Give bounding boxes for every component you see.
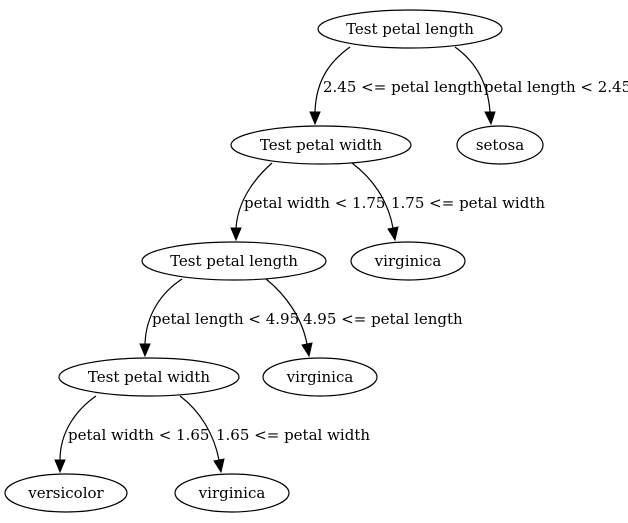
node-label: Test petal length <box>170 252 298 270</box>
node-label: setosa <box>476 136 524 154</box>
edge-line <box>144 278 183 345</box>
node-ellipse <box>317 9 503 49</box>
node-virginica-2: virginica <box>262 357 378 397</box>
edge-n4-n6: petal length < 4.95 <box>139 278 299 358</box>
arrowhead <box>213 458 225 474</box>
edge-n4-n7: 4.95 <= petal length <box>265 278 463 358</box>
edge-label: 4.95 <= petal length <box>303 310 463 328</box>
node-test-petal-width-1: Test petal width <box>230 125 412 165</box>
edge-line <box>314 46 351 113</box>
edge-line <box>351 162 394 229</box>
edge-n6-n8: petal width < 1.65 <box>54 395 209 474</box>
edge-line <box>265 278 308 345</box>
edge-line <box>179 395 220 461</box>
arrowhead <box>139 343 151 358</box>
node-test-petal-length-2: Test petal length <box>141 241 327 281</box>
node-label: versicolor <box>27 484 104 502</box>
edge-label: petal length < 4.95 <box>152 310 299 328</box>
edge-line <box>235 162 273 229</box>
arrowhead <box>54 459 66 474</box>
node-label: Test petal length <box>346 20 474 38</box>
node-ellipse <box>262 357 378 397</box>
node-setosa: setosa <box>456 125 544 165</box>
node-ellipse <box>174 473 290 513</box>
node-versicolor: versicolor <box>4 473 128 513</box>
node-test-petal-length-root: Test petal length <box>317 9 503 49</box>
node-label: Test petal width <box>88 368 210 386</box>
arrowhead <box>230 227 242 242</box>
node-ellipse <box>230 125 412 165</box>
edge-label: petal width < 1.75 <box>244 194 385 212</box>
edge-label: petal width < 1.65 <box>68 426 209 444</box>
node-virginica-1: virginica <box>350 241 466 281</box>
edge-label: 1.65 <= petal width <box>216 426 370 444</box>
node-ellipse <box>58 357 240 397</box>
node-label: virginica <box>374 252 442 270</box>
node-ellipse <box>456 125 544 165</box>
edge-label: 2.45 <= petal length <box>323 78 483 96</box>
node-ellipse <box>4 473 128 513</box>
node-virginica-3: virginica <box>174 473 290 513</box>
arrowhead <box>387 226 399 242</box>
edge-n2-n5: 1.75 <= petal width <box>351 162 545 242</box>
edge-n2-n4: petal width < 1.75 <box>230 162 385 242</box>
node-label: virginica <box>286 368 354 386</box>
node-label: Test petal width <box>260 136 382 154</box>
edge-n1-n3: petal length < 2.45 <box>454 46 628 126</box>
arrowhead <box>301 342 313 358</box>
node-ellipse <box>350 241 466 281</box>
edge-line <box>59 395 97 461</box>
edge-label: 1.75 <= petal width <box>391 194 545 212</box>
edge-line <box>454 46 491 113</box>
arrowhead <box>309 111 321 126</box>
edge-label: petal length < 2.45 <box>484 78 628 96</box>
node-label: virginica <box>198 484 266 502</box>
node-test-petal-width-2: Test petal width <box>58 357 240 397</box>
edge-n6-n9: 1.65 <= petal width <box>179 395 370 474</box>
node-ellipse <box>141 241 327 281</box>
arrowhead <box>484 111 496 126</box>
edge-n1-n2: 2.45 <= petal length <box>309 46 483 126</box>
